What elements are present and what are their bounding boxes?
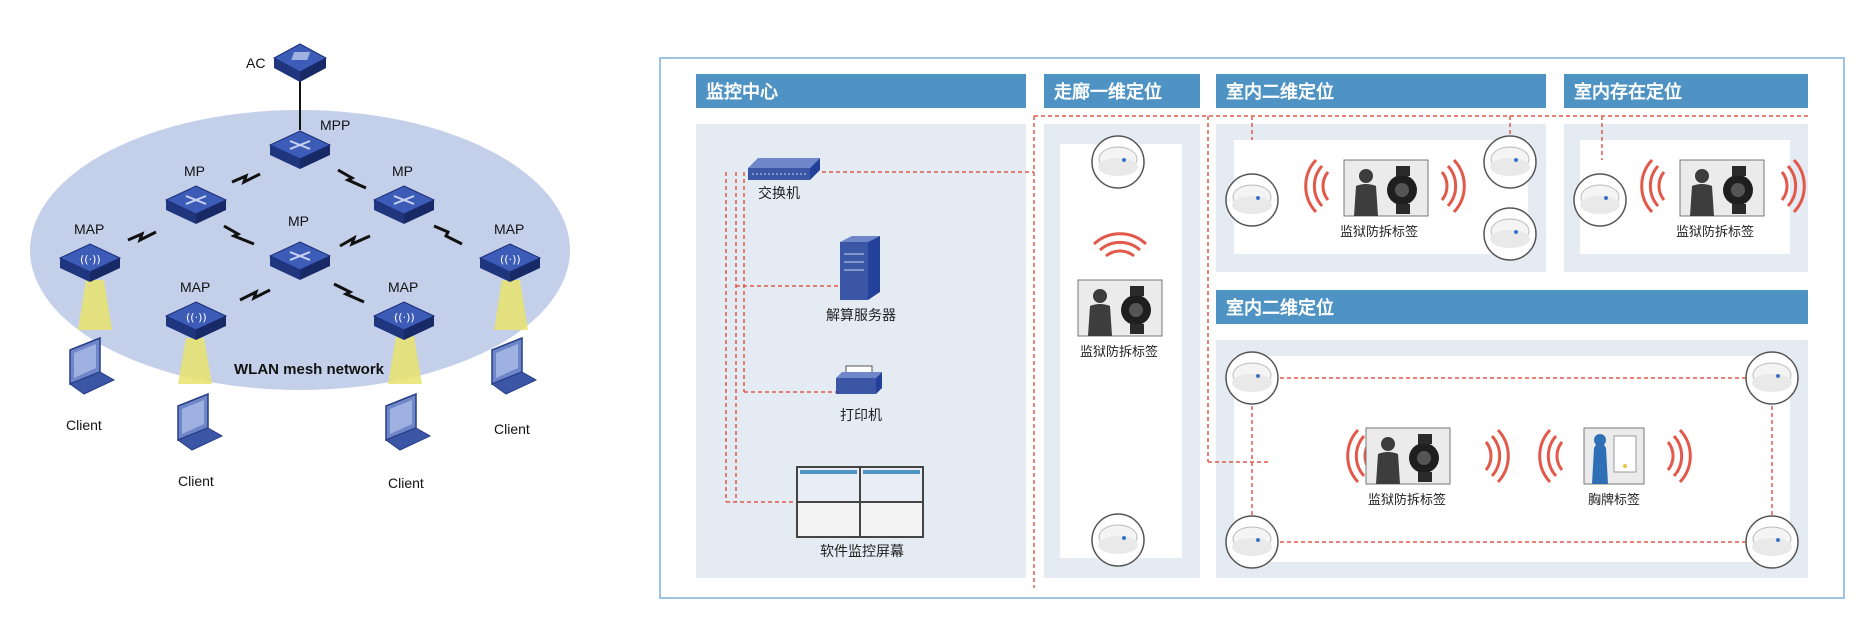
indoor-top-tag-label: 监狱防拆标签 (1340, 224, 1418, 240)
corridor-ap-bottom (1091, 513, 1145, 567)
monitor-screens-label: 软件监控屏幕 (820, 544, 904, 560)
header-indoor-2d-bottom (1216, 290, 1808, 324)
header-monitor-center (696, 74, 1026, 108)
client-laptop-2 (177, 393, 223, 451)
server-label: 解算服务器 (826, 308, 896, 324)
mpp-router (269, 130, 331, 170)
presence-tag-photo (1679, 159, 1765, 217)
client-label-4: Client (494, 421, 530, 437)
server-device (840, 236, 880, 300)
indoor-bottom-ap-top-right (1745, 351, 1799, 405)
map-ap-3: ((·)) (373, 301, 435, 341)
mpp-label: MPP (320, 117, 350, 133)
badge-tag-label: 胸牌标签 (1588, 492, 1640, 508)
presence-ap (1573, 173, 1627, 227)
corridor-ap-top (1091, 135, 1145, 189)
switch-device (748, 158, 820, 180)
ac-label: AC (246, 55, 265, 71)
printer-device (836, 365, 882, 394)
mp-router-right (373, 185, 435, 225)
svg-text:((·)): ((·)) (186, 311, 207, 324)
client-label-2: Client (178, 473, 214, 489)
map-label-3: MAP (388, 279, 418, 295)
printer-label: 打印机 (840, 407, 882, 424)
indoor-top-tag-photo (1343, 159, 1429, 217)
switch-label: 交换机 (758, 185, 800, 202)
map-label-2: MAP (180, 279, 210, 295)
header-presence (1564, 74, 1808, 108)
network-label: WLAN mesh network (234, 361, 385, 378)
header-corridor (1044, 74, 1200, 108)
map-label-4: MAP (494, 221, 524, 237)
ac-device (272, 43, 328, 82)
header-corridor-text: 走廊一维定位 (1054, 81, 1162, 103)
network-dashed-lines (725, 115, 1808, 588)
indoor-top-ap-left (1225, 173, 1279, 227)
svg-text:((·)): ((·)) (80, 253, 101, 266)
indoor-bottom-tag-photo (1365, 427, 1451, 485)
header-presence-text: 室内存在定位 (1574, 81, 1682, 103)
mp-router-left (165, 185, 227, 225)
wlan-mesh-diagram: AC MPP MP MP MP ((·)) MAP ((·)) MAP ((·)… (30, 43, 570, 491)
client-label-1: Client (66, 417, 102, 433)
mesh-links (127, 168, 463, 304)
badge-tag-photo (1583, 427, 1645, 485)
indoor-bottom-ap-bottom-right (1745, 515, 1799, 569)
corridor-tag-label: 监狱防拆标签 (1080, 344, 1158, 360)
header-indoor-2d-top (1216, 74, 1546, 108)
header-indoor-2d-top-text: 室内二维定位 (1226, 81, 1334, 103)
mp-label-center: MP (288, 213, 309, 229)
svg-text:((·)): ((·)) (394, 311, 415, 324)
indoor-top-ap-right-lower (1483, 207, 1537, 261)
client-laptop-4 (491, 337, 537, 395)
mp-router-center (269, 241, 331, 281)
indoor-bottom-tag-label: 监狱防拆标签 (1368, 492, 1446, 508)
map-ap-1: ((·)) (59, 243, 121, 283)
mp-label-right: MP (392, 163, 413, 179)
corridor-tag-photo (1077, 279, 1163, 337)
mp-label-left: MP (184, 163, 205, 179)
client-laptop-3 (385, 393, 431, 451)
map-label-1: MAP (74, 221, 104, 237)
presence-tag-label: 监狱防拆标签 (1676, 224, 1754, 240)
header-indoor-2d-bottom-text: 室内二维定位 (1226, 297, 1334, 319)
map-ap-2: ((·)) (165, 301, 227, 341)
indoor-top-ap-right-upper (1483, 135, 1537, 189)
svg-text:((·)): ((·)) (500, 253, 521, 266)
indoor-bottom-ap-bottom-left (1225, 515, 1279, 569)
header-monitor-center-text: 监控中心 (706, 81, 778, 103)
signal-beams (78, 280, 528, 384)
map-ap-4: ((·)) (479, 243, 541, 283)
positioning-system-diagram: 监控中心 走廊一维定位 室内二维定位 室内存在定位 室内二维定位 (659, 57, 1845, 599)
client-label-3: Client (388, 475, 424, 491)
monitor-screens (796, 466, 924, 538)
indoor-bottom-ap-top-left (1225, 351, 1279, 405)
